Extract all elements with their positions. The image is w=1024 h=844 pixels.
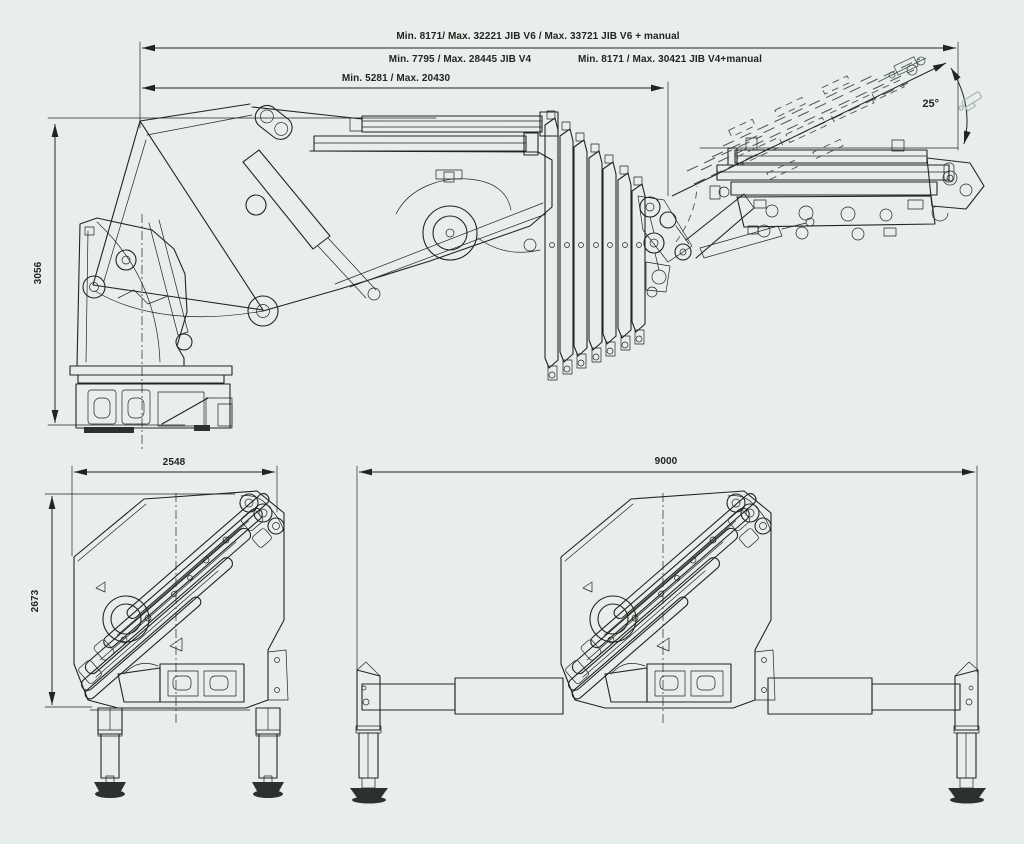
dim-label-base-reach: Min. 5281 / Max. 20430 <box>342 73 451 84</box>
stabilizer-jacks <box>350 725 986 804</box>
lift-cylinder <box>242 149 381 301</box>
dim-label-stabilizer-spread: 9000 <box>655 456 678 467</box>
stabilizer-beams <box>356 661 979 731</box>
folded-jib-extension <box>709 137 985 241</box>
side-view: Min. 8171/ Max. 32221 JIB V6 / Max. 3372… <box>33 31 985 450</box>
transport-stabilizer-legs <box>89 707 284 798</box>
dim-reach-jib-v6: Min. 8171/ Max. 32221 JIB V6 / Max. 3372… <box>142 31 956 52</box>
phantom-jib-tip <box>877 56 927 83</box>
dim-jib-angle: 25° <box>671 62 982 197</box>
dim-stabilizer-spread: 9000 <box>356 456 978 673</box>
crane-column <box>76 217 193 367</box>
dim-label-jib-v6: Min. 8171/ Max. 32221 JIB V6 / Max. 3372… <box>396 31 679 42</box>
folded-crane-body <box>73 490 289 725</box>
dim-label-jib-v4-manual: Min. 8171 / Max. 30421 JIB V4+manual <box>578 54 762 65</box>
boom-pulley <box>395 169 512 261</box>
dim-label-height: 3056 <box>33 261 44 284</box>
main-boom <box>94 106 559 318</box>
dim-label-jib-v4: Min. 7795 / Max. 28445 JIB V4 <box>389 54 532 65</box>
jib-angle-icon <box>958 91 982 112</box>
dim-height: 3056 <box>33 124 59 423</box>
dim-label-transport-width: 2548 <box>163 457 186 468</box>
crane-base <box>69 214 233 450</box>
stabilizer-view: 9000 <box>350 456 986 804</box>
dim-label-transport-height: 2673 <box>30 589 41 612</box>
transport-view: 2548 2673 <box>30 457 289 798</box>
dim-label-jib-angle: 25° <box>922 98 939 110</box>
jib-knuckle <box>637 195 693 298</box>
dim-transport-height: 2673 <box>30 493 236 708</box>
folded-crane-body-2 <box>560 490 776 725</box>
boom-linkage <box>82 103 293 327</box>
dim-transport-width: 2548 <box>71 457 278 557</box>
folded-jib-sections <box>544 110 646 381</box>
dim-reach-base: Min. 5281 / Max. 20430 <box>142 73 664 92</box>
extension-lines <box>47 41 959 426</box>
phantom-jib-raised <box>675 56 927 243</box>
